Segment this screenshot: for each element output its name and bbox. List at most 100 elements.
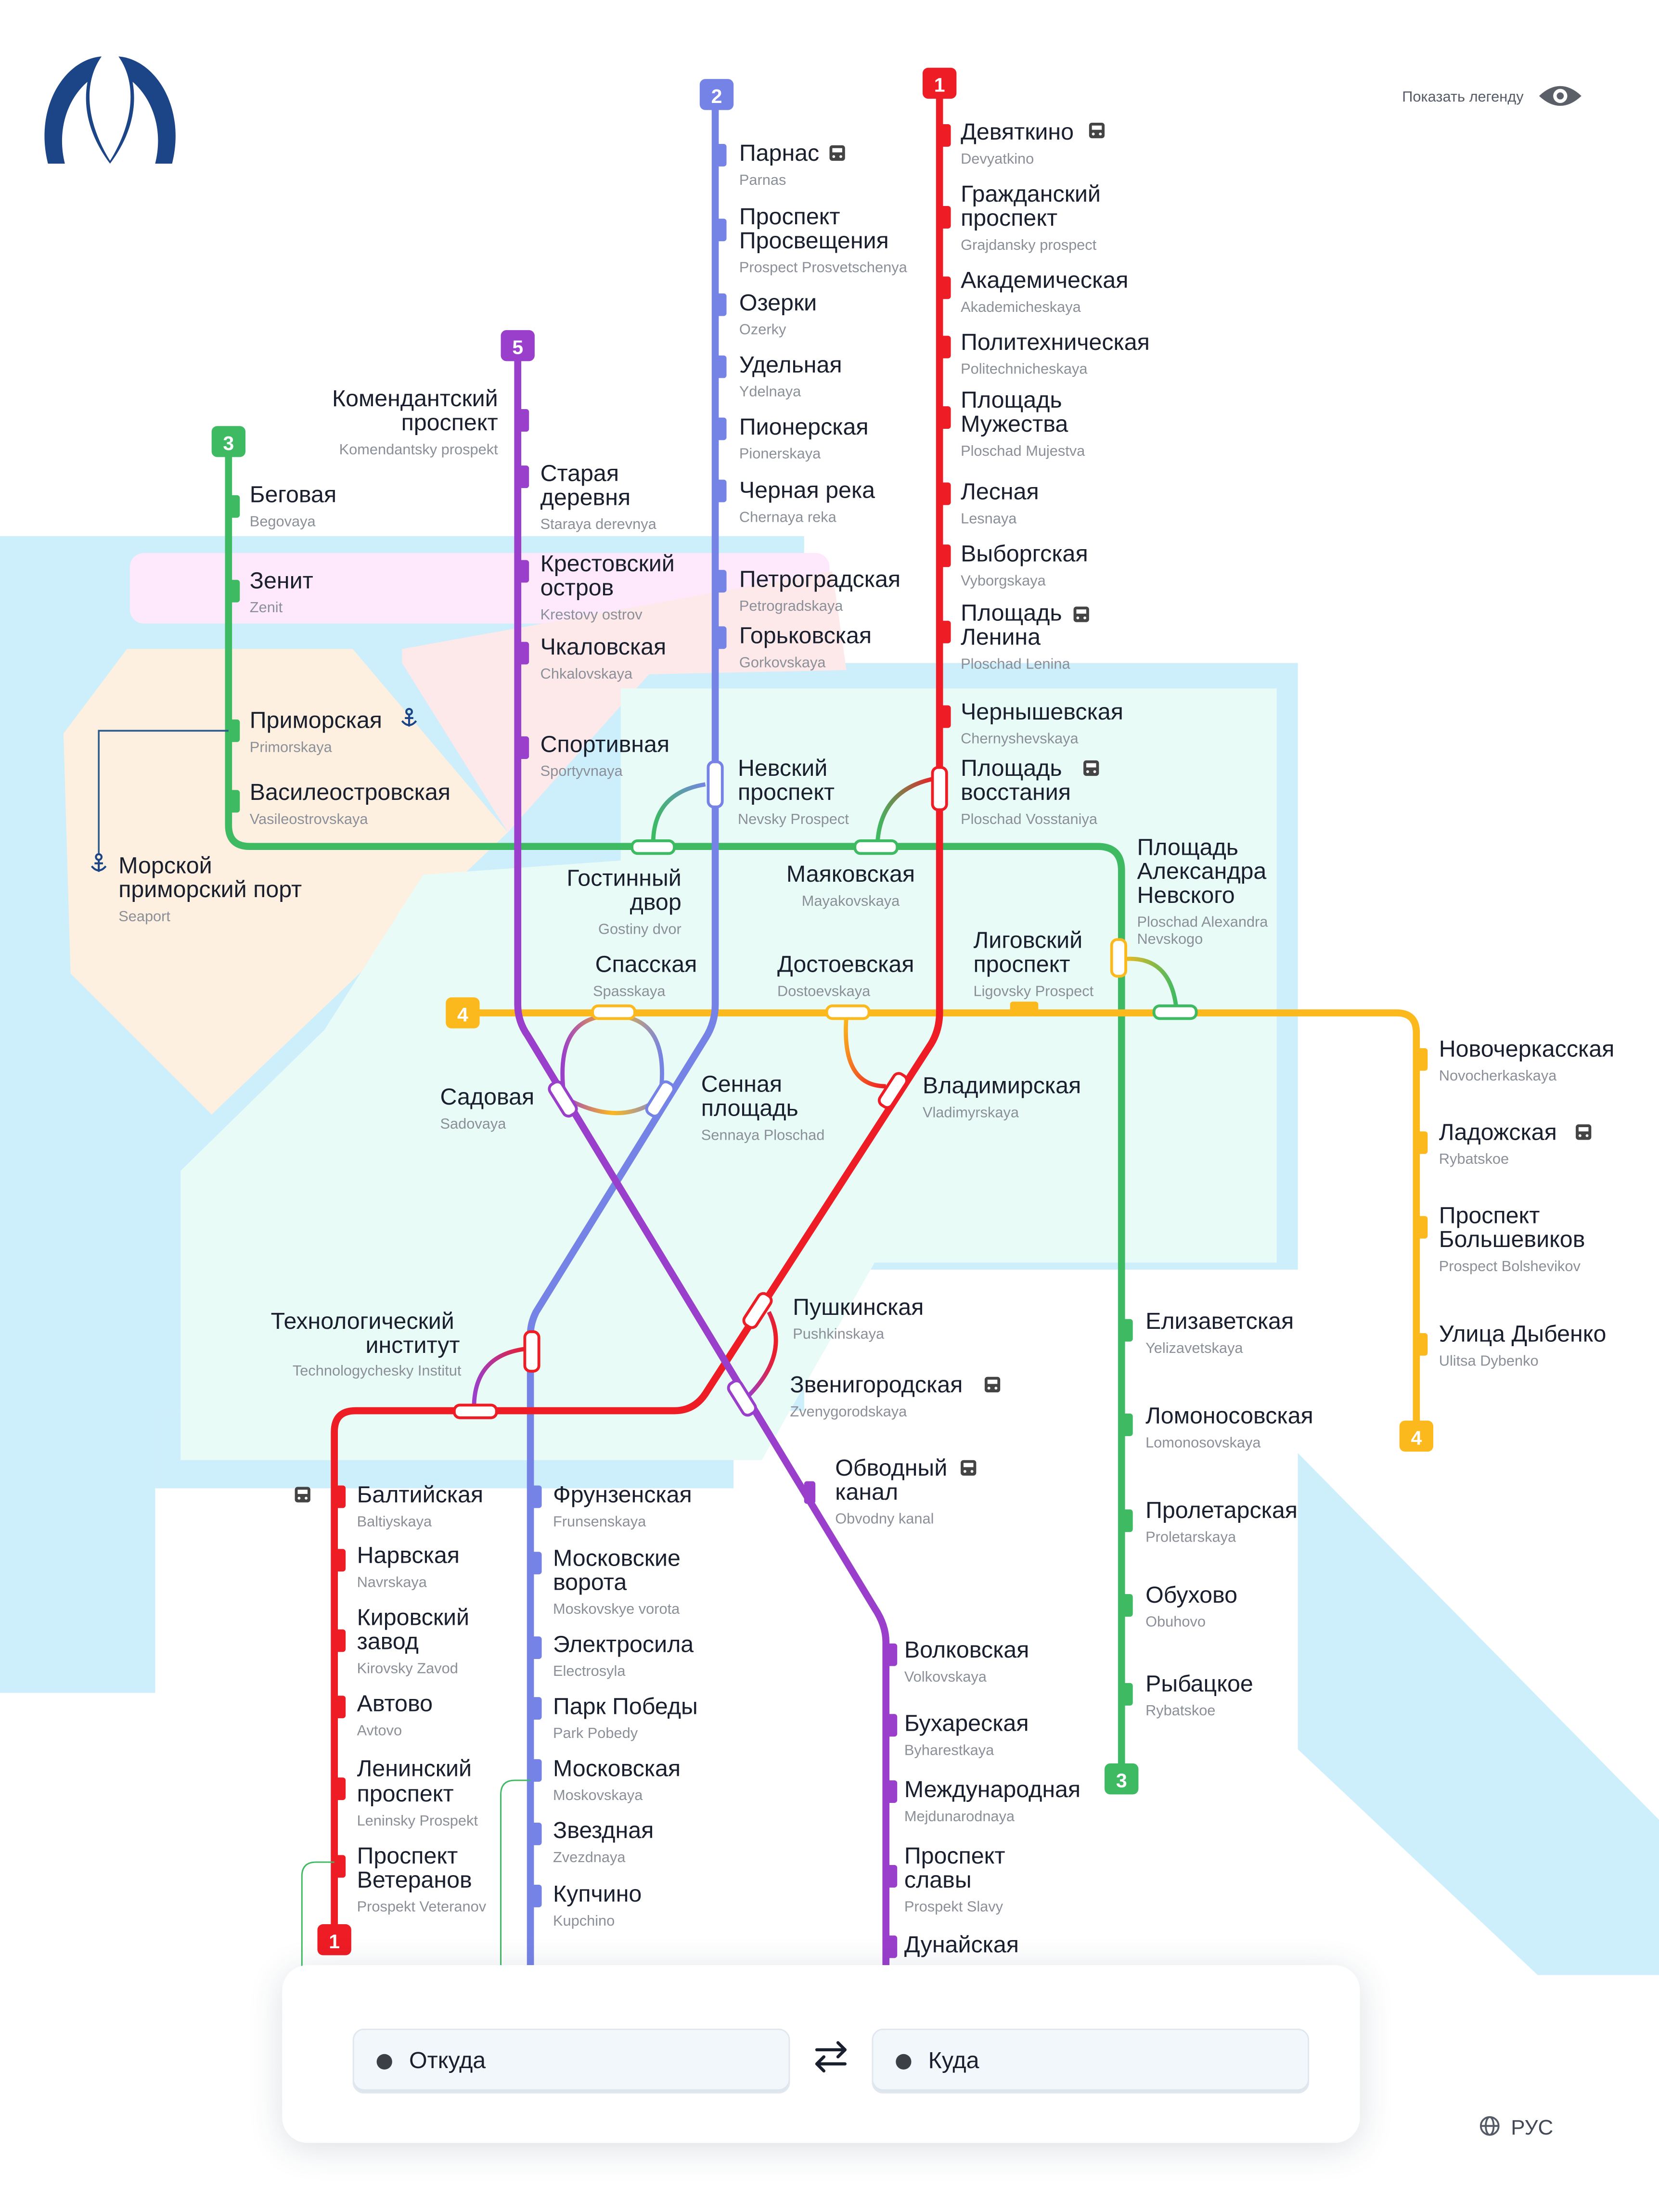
station-pushkinskaya[interactable]: Пушкинская Pushkinskaya — [793, 1294, 924, 1342]
station-obvodny[interactable]: Обводный канал Obvodny kanal — [835, 1455, 977, 1527]
station-latin: Leninsky Prospekt — [357, 1812, 478, 1829]
station-kirovsky[interactable]: Кировский завод Kirovsky Zavod — [357, 1605, 470, 1677]
station-proletarskaya[interactable]: Пролетарская Proletarskaya — [1145, 1497, 1298, 1545]
station-zvezdnaya[interactable]: Звездная Zvezdnaya — [553, 1817, 654, 1865]
station-name: Комендантский — [332, 386, 498, 412]
station-nevsky[interactable]: Невский проспект Nevsky Prospect — [738, 755, 849, 827]
line-3[interactable]: 3 3 — [211, 426, 1139, 1795]
station-name: Площадь — [961, 755, 1062, 781]
station-leninsky[interactable]: Ленинский проспект Leninsky Prospekt — [357, 1755, 478, 1829]
station-novocherkasskaya[interactable]: Новочеркасская Novocherkaskaya — [1439, 1036, 1615, 1084]
station-sportivnaya[interactable]: Спортивная Sportyvnaya — [540, 731, 669, 779]
station-parnas[interactable]: Парнас Parnas — [739, 140, 845, 188]
station-spasskaya[interactable]: Спасская Spasskaya — [593, 952, 697, 1000]
station-tehinst[interactable]: Технологический институт Technologychesk… — [271, 1308, 462, 1379]
station-obuhovo[interactable]: Обухово Obuhovo — [1145, 1582, 1237, 1630]
station-name: Лиговский — [973, 927, 1082, 953]
station-petrogradskaya[interactable]: Петроградская Petrogradskaya — [739, 566, 900, 614]
line-4-label-left: 4 — [457, 1003, 468, 1026]
station-lesnaya[interactable]: Лесная Lesnaya — [961, 479, 1039, 527]
station-latin: Prospekt Veteranov — [357, 1898, 487, 1915]
station-staraya-derevnya[interactable]: Старая деревня Staraya derevnya — [540, 461, 657, 533]
station-volkovskaya[interactable]: Волковская Volkovskaya — [904, 1637, 1029, 1685]
station-latin: Vladimyrskaya — [923, 1104, 1019, 1120]
station-latin: Begovaya — [250, 513, 316, 529]
station-dybenko[interactable]: Улица Дыбенко Ulitsa Dybenko — [1439, 1321, 1607, 1369]
station-ladojskaya[interactable]: Ладожская Rybatskoe — [1439, 1119, 1592, 1167]
seaport-connector — [98, 730, 229, 854]
station-devyatkino[interactable]: Девяткино Devyatkino — [961, 119, 1105, 167]
station-vasileostrovskaya[interactable]: Василеостровская Vasileostrovskaya — [250, 779, 450, 827]
station-akademicheskaya[interactable]: Академическая Akademicheskaya — [961, 267, 1128, 315]
station-mujestva[interactable]: Площадь Мужества Ploschad Mujestva — [961, 387, 1085, 459]
station-chkalovskaya[interactable]: Чкаловская Chkalovskaya — [540, 634, 667, 682]
station-latin: Kirovsky Zavod — [357, 1659, 458, 1676]
station-latin: Ploschad Alexandra — [1137, 913, 1268, 930]
line-4[interactable]: 4 4 — [446, 997, 1434, 1452]
station-elizavetskaya[interactable]: Елизаветская Yelizavetskaya — [1145, 1308, 1294, 1356]
station-name: Балтийская — [357, 1482, 484, 1508]
station-name: Горьковская — [739, 623, 872, 649]
station-name: Лесная — [961, 479, 1039, 505]
station-grajdansky[interactable]: Гражданский проспект Grajdansky prospect — [961, 181, 1101, 253]
station-ligovsky[interactable]: Лиговский проспект Ligovsky Prospect — [973, 927, 1093, 1000]
station-zenit[interactable]: Зенит Zenit — [250, 567, 313, 616]
station-sennaya[interactable]: Сенная площадь Sennaya Ploschad — [701, 1071, 825, 1144]
station-vosstaniya[interactable]: Площадь восстания Ploschad Vosstaniya — [961, 755, 1099, 827]
station-lomonosovskaya[interactable]: Ломоносовская Lomonosovskaya — [1145, 1403, 1313, 1451]
station-ozerki[interactable]: Озерки Ozerky — [739, 290, 817, 338]
station-rybatskoe[interactable]: Рыбацкое Rybatskoe — [1145, 1671, 1253, 1719]
station-vladimirskaya[interactable]: Владимирская Vladimyrskaya — [923, 1073, 1081, 1121]
station-vyborgskaya[interactable]: Выборгская Vyborgskaya — [961, 541, 1088, 589]
station-komendantsky[interactable]: Комендантский проспект Komendantsky pros… — [332, 386, 498, 458]
station-gostiny-dvor[interactable]: Гостинный двор Gostiny dvor — [566, 865, 681, 938]
station-prosvescheniya[interactable]: Проспект Просвещения Prospect Prosvetsch… — [739, 204, 908, 276]
from-station-field[interactable]: Откуда — [352, 2028, 790, 2094]
station-mayakovskaya[interactable]: Маяковская Mayakovskaya — [786, 861, 915, 909]
station-narvskaya[interactable]: Нарвская Navrskaya — [357, 1543, 460, 1591]
line-2[interactable]: 2 — [527, 79, 734, 1975]
station-kupchino[interactable]: Купчино Kupchino — [553, 1881, 642, 1929]
station-udelnaya[interactable]: Удельная Ydelnaya — [739, 352, 842, 400]
language-switch[interactable]: РУС — [1479, 2116, 1553, 2139]
station-chernyshevskaya[interactable]: Чернышевская Chernyshevskaya — [961, 699, 1123, 747]
station-slavy[interactable]: Проспект славы Prospekt Slavy — [904, 1843, 1005, 1915]
station-primorskaya[interactable]: Приморская Primorskaya — [250, 707, 417, 755]
station-buharestskaya[interactable]: Бухареская Byharestkaya — [904, 1710, 1029, 1758]
station-veteranov[interactable]: Проспект Ветеранов Prospekt Veteranov — [357, 1843, 487, 1915]
station-name: остров — [540, 575, 614, 601]
station-sadovaya[interactable]: Садовая Sadovaya — [440, 1084, 535, 1132]
station-chernaya-reka[interactable]: Черная река Chernaya reka — [739, 477, 875, 526]
station-krestovsky[interactable]: Крестовский остров Krestovy ostrov — [540, 551, 675, 623]
station-gorkovskaya[interactable]: Горьковская Gorkovskaya — [739, 623, 872, 671]
station-dunayskaya[interactable]: Дунайская — [904, 1932, 1019, 1958]
show-legend-button[interactable]: Показать легенду — [1402, 86, 1582, 106]
station-bolshevikov[interactable]: Проспект Большевиков Prospect Bolsheviko… — [1439, 1202, 1585, 1274]
station-seaport[interactable]: Морской приморский порт Seaport — [90, 852, 302, 925]
station-baltiyskaya[interactable]: Балтийская Baltiyskaya — [295, 1482, 483, 1530]
station-latin: Avtovo — [357, 1722, 402, 1738]
station-dostoevskaya[interactable]: Достоевская Dostoevskaya — [777, 952, 914, 1000]
station-avtovo[interactable]: Автово Avtovo — [357, 1690, 433, 1738]
station-alexandra-nevskogo[interactable]: Площадь Александра Невского Ploschad Ale… — [1137, 834, 1268, 947]
station-latin: Sadovaya — [440, 1115, 507, 1132]
swap-stations-button[interactable] — [810, 2036, 852, 2078]
station-electrosila[interactable]: Электросила Electrosyla — [553, 1631, 694, 1679]
station-mosvorota[interactable]: Московские ворота Moskovskye vorota — [553, 1545, 681, 1618]
line-5[interactable]: 5 — [501, 330, 898, 1975]
station-frunzenskaya[interactable]: Фрунзенская Frunsenskaya — [553, 1482, 692, 1530]
eye-icon — [1539, 86, 1582, 106]
station-lenina[interactable]: Площадь Ленина Ploschad Lenina — [961, 600, 1089, 672]
station-name: Площадь — [961, 387, 1062, 413]
station-name: Спасская — [595, 952, 697, 977]
station-park-pobedy[interactable]: Парк Победы Park Pobedy — [553, 1693, 698, 1741]
station-pionerskaya[interactable]: Пионерская Pionerskaya — [739, 414, 869, 462]
to-station-field[interactable]: Куда — [872, 2028, 1310, 2094]
station-mejdunarodnaya[interactable]: Международная Mejdunarodnaya — [904, 1776, 1080, 1825]
line-1[interactable]: 1 1 — [317, 67, 957, 1955]
station-politechnicheskaya[interactable]: Политехническая Politechnicheskaya — [961, 329, 1150, 377]
station-zvenigorodskaya[interactable]: Звенигородская Zvenygorodskaya — [790, 1372, 1001, 1420]
station-begovaya[interactable]: Беговая Begovaya — [250, 481, 336, 529]
station-moskovskaya[interactable]: Московская Moskovskaya — [553, 1755, 681, 1803]
